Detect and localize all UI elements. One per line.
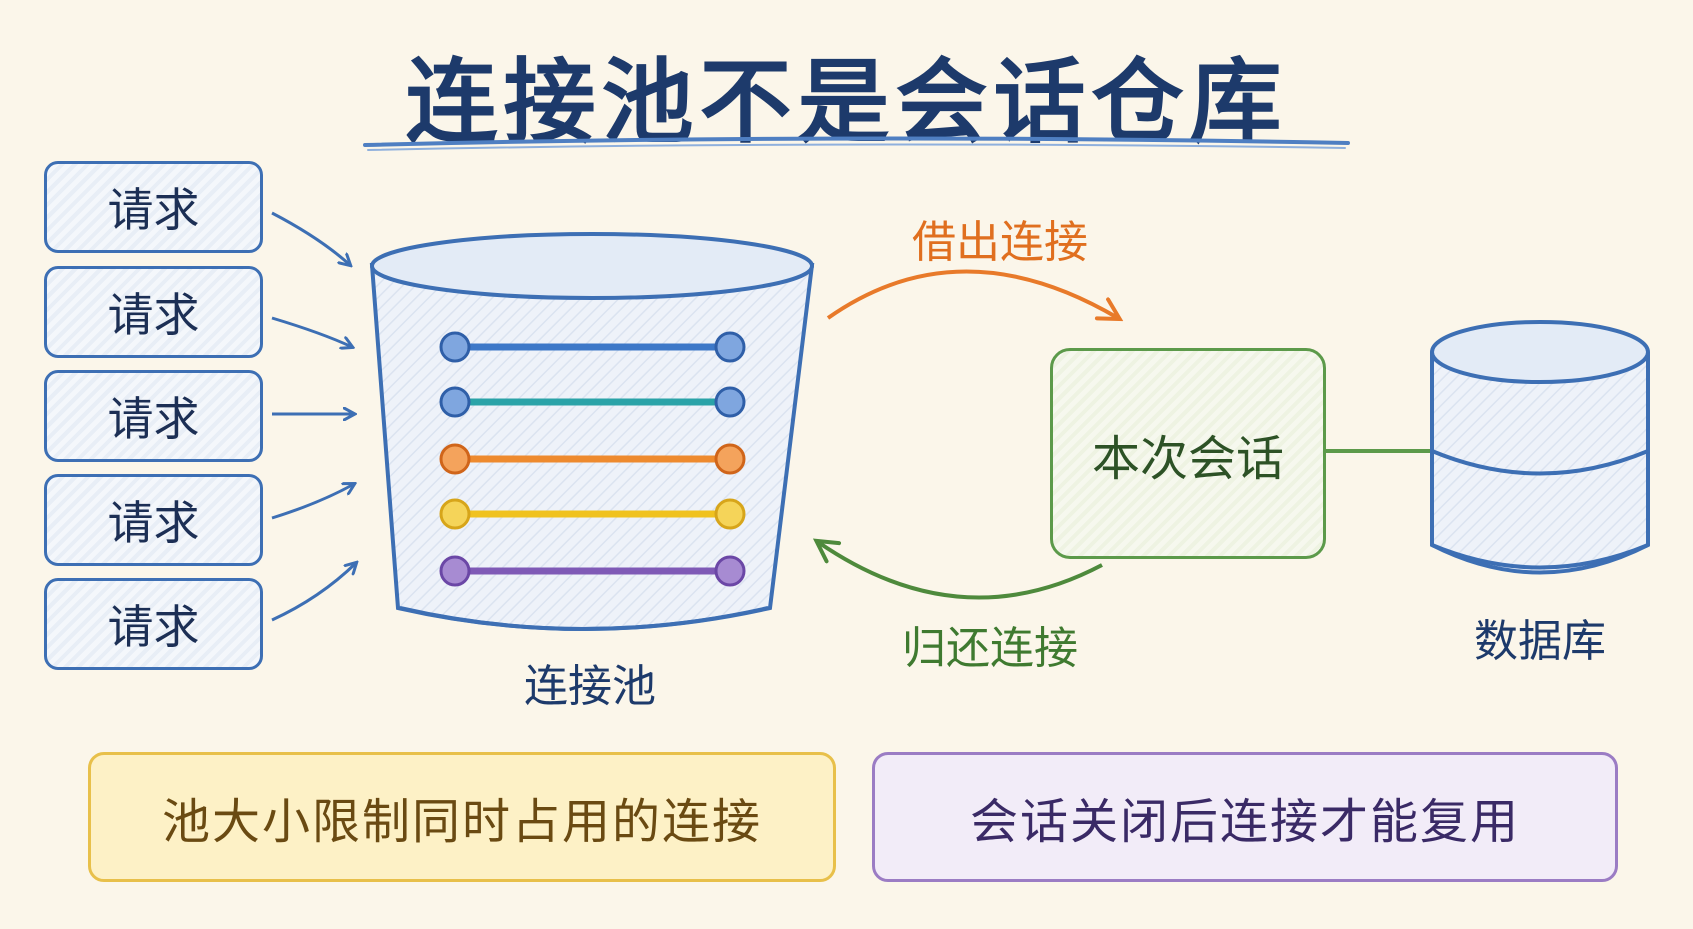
pool-bucket (369, 232, 815, 631)
title-underline (363, 136, 1350, 147)
connection-line-blue (439, 331, 746, 363)
database-label: 数据库 (1474, 616, 1606, 667)
connection-line-yellow (439, 498, 746, 530)
request-arrow (271, 211, 350, 265)
request-arrow (271, 316, 352, 347)
borrow-label: 借出连接 (912, 217, 1088, 268)
connection-line-purple (439, 555, 746, 587)
database-icon (1430, 320, 1650, 575)
pool-size-note: 池大小限制同时占用的连接 (88, 752, 836, 882)
return-arrow (818, 542, 1103, 600)
session-label: 本次会话 (1091, 430, 1284, 487)
request-box: 请求 (44, 370, 263, 462)
request-box: 请求 (44, 474, 263, 566)
connection-line-teal (439, 386, 746, 418)
request-box: 请求 (44, 161, 263, 253)
request-box: 请求 (44, 578, 263, 670)
return-label: 归还连接 (902, 623, 1078, 674)
request-arrow (271, 563, 356, 622)
connection-line-orange (439, 443, 746, 475)
pool-label: 连接池 (524, 661, 656, 712)
reuse-note: 会话关闭后连接才能复用 (872, 752, 1618, 882)
session-box: 本次会话 (1050, 348, 1326, 559)
request-box: 请求 (44, 266, 263, 358)
request-arrow (271, 484, 354, 520)
borrow-arrow (826, 269, 1118, 319)
